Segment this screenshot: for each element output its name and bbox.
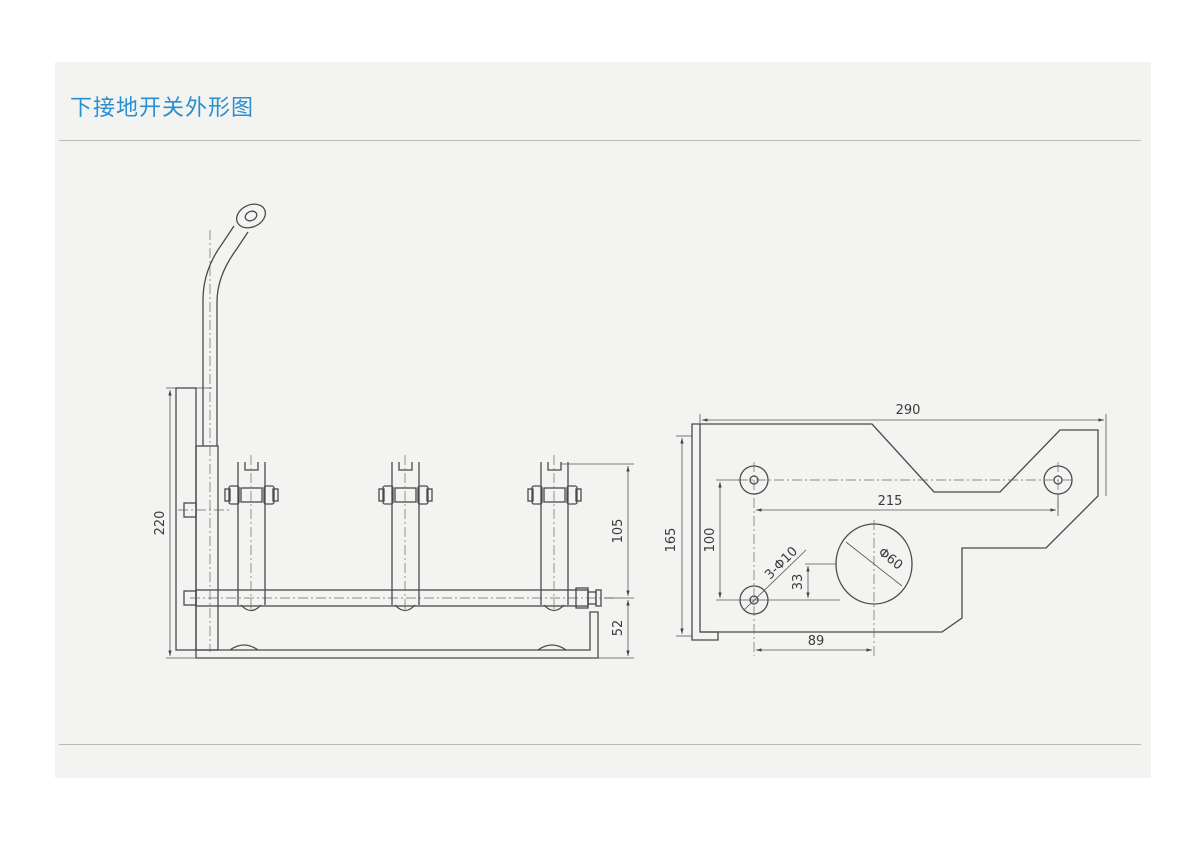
earthing-blade — [378, 455, 433, 612]
dim-220-label: 220 — [153, 511, 168, 536]
large-hole-label: Φ60 — [875, 545, 905, 573]
dim-165-label: 165 — [664, 528, 679, 553]
handle-sleeve — [195, 445, 219, 651]
dim-100-label: 100 — [703, 528, 718, 553]
dim-52-label: 52 — [611, 620, 626, 637]
earthing-blade — [527, 455, 582, 612]
page-title: 下接地开关外形图 — [70, 96, 255, 121]
header-rule — [59, 140, 1141, 141]
operating-handle — [202, 225, 235, 446]
dim-105-label: 105 — [611, 519, 626, 544]
mounting-plate — [175, 387, 197, 651]
base-plate-outline — [700, 423, 1099, 633]
earthing-blade — [224, 455, 279, 612]
dim-290-label: 290 — [896, 403, 921, 418]
dim-33-label: 33 — [791, 574, 806, 591]
top-view: 290 215 165 100 33 89 3-Φ10 Φ60 — [664, 403, 1107, 656]
dim-89-label: 89 — [808, 634, 825, 649]
base-frame — [195, 611, 599, 659]
side-view: 220 105 52 — [153, 203, 634, 659]
footer-rule — [59, 744, 1141, 745]
handle-grip — [235, 203, 267, 229]
dim-215-label: 215 — [878, 494, 903, 509]
